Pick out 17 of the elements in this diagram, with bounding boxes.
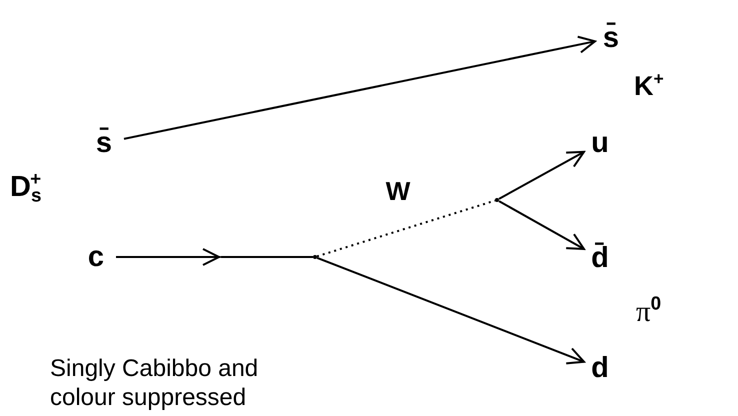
particle-label: d xyxy=(590,355,610,381)
particle-label: π$^{0}$ xyxy=(636,295,662,330)
arrow xyxy=(498,200,585,250)
particle-label: K$^{+}$ xyxy=(634,70,664,102)
note-text: Singly Cabibbo and colour suppressed xyxy=(50,355,260,413)
particle-label: s̄ xyxy=(601,22,621,54)
arrow xyxy=(124,36,596,140)
particle-label: c xyxy=(86,244,106,270)
arrow xyxy=(498,150,585,200)
particle-label: u xyxy=(590,130,610,156)
arrow xyxy=(116,248,220,266)
dotted-line xyxy=(316,200,496,258)
vertex-dot xyxy=(495,198,499,202)
arrow xyxy=(316,256,585,364)
vertex-dot xyxy=(313,255,317,259)
particle-label: d̄ xyxy=(590,242,610,274)
particle-label: s̄ xyxy=(94,127,114,159)
